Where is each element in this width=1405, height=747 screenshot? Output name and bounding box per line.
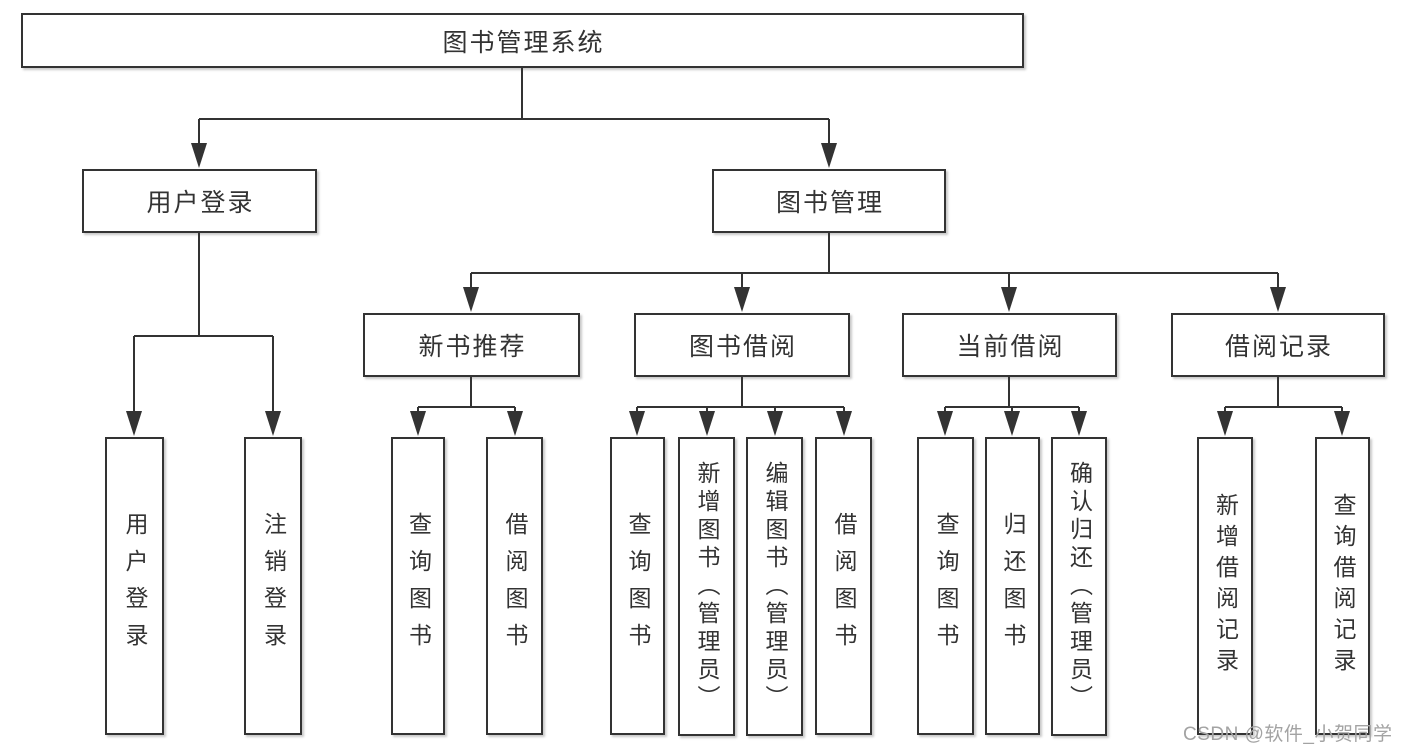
node-label: 编辑图书（管理员）	[762, 460, 788, 713]
leaf-add-borrow-record: 新增借阅记录	[1197, 437, 1253, 735]
leaf-user-login: 用户登录	[105, 437, 164, 735]
node-label: 借阅记录	[1224, 333, 1333, 361]
node-label: 注销登录	[260, 512, 287, 660]
node-label: 新增图书（管理员）	[694, 460, 720, 713]
connector-book-management	[463, 233, 1286, 312]
leaf-confirm-return-admin: 确认归还（管理员）	[1051, 437, 1107, 736]
node-label: 新增借阅记录	[1212, 493, 1239, 679]
leaf-edit-book-admin: 编辑图书（管理员）	[746, 437, 803, 736]
connector-user-login	[126, 233, 281, 436]
node-label: 查询图书	[405, 512, 432, 660]
connector-current-borrow	[937, 377, 1087, 436]
node-label: 归还图书	[1000, 512, 1026, 660]
node-library-management-system: 图书管理系统	[21, 13, 1024, 68]
node-new-book-recommend: 新书推荐	[363, 313, 580, 377]
node-label: 查询图书	[933, 512, 959, 660]
node-borrow-records: 借阅记录	[1171, 313, 1385, 377]
node-label: 图书管理系统	[442, 28, 605, 57]
connector-root	[191, 68, 837, 168]
connector-new-book-recommend	[410, 377, 523, 436]
leaf-return-book: 归还图书	[985, 437, 1040, 735]
node-current-borrow: 当前借阅	[902, 313, 1117, 377]
node-label: 当前借阅	[956, 333, 1065, 361]
leaf-query-books-borrow: 查询图书	[610, 437, 665, 735]
node-book-management: 图书管理	[712, 169, 946, 233]
leaf-logout: 注销登录	[244, 437, 302, 735]
node-label: 借阅图书	[502, 512, 528, 660]
connector-book-borrow	[629, 377, 852, 436]
node-label: 借阅图书	[831, 512, 857, 660]
node-label: 用户登录	[146, 189, 255, 217]
node-label: 新书推荐	[418, 333, 527, 361]
node-label: 查询图书	[625, 512, 651, 660]
leaf-borrow-books-recommend: 借阅图书	[486, 437, 543, 735]
node-label: 图书借阅	[688, 333, 797, 361]
node-user-login: 用户登录	[82, 169, 317, 233]
node-label: 查询借阅记录	[1330, 493, 1356, 679]
leaf-query-books-current: 查询图书	[917, 437, 974, 735]
node-label: 用户登录	[122, 512, 148, 660]
leaf-add-book-admin: 新增图书（管理员）	[678, 437, 735, 736]
watermark: CSDN @软件_小贺同学	[1183, 724, 1393, 745]
node-book-borrow: 图书借阅	[634, 313, 850, 377]
node-label: 确认归还（管理员）	[1066, 460, 1093, 713]
leaf-query-books-recommend: 查询图书	[391, 437, 445, 735]
leaf-query-borrow-record: 查询借阅记录	[1315, 437, 1370, 735]
leaf-borrow-books: 借阅图书	[815, 437, 872, 735]
connector-borrow-records	[1217, 377, 1350, 436]
node-label: 图书管理	[775, 189, 884, 217]
